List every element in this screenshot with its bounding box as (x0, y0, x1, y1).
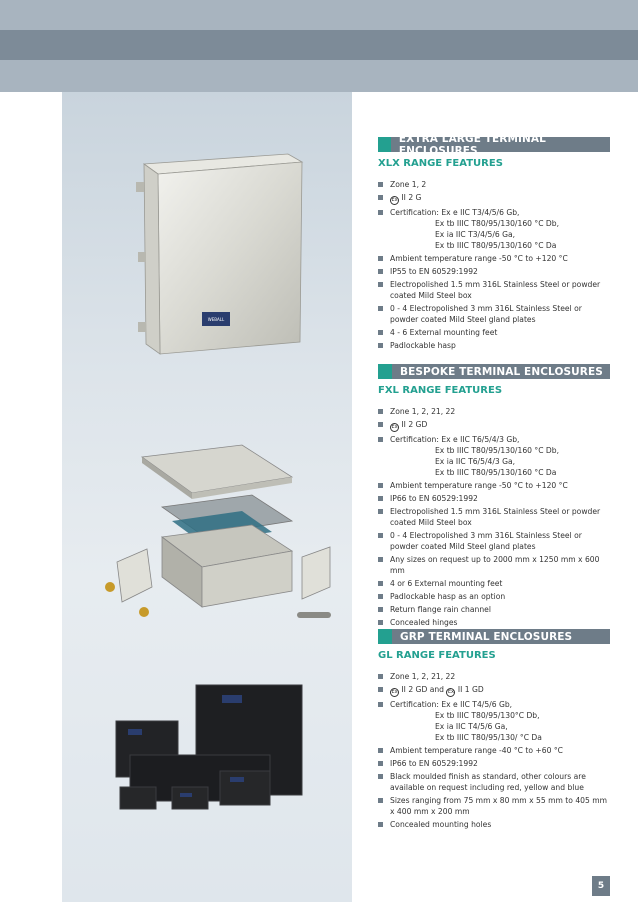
list-item: Concealed mounting holes (378, 819, 610, 830)
section-title: GRP TERMINAL ENCLOSURES (400, 630, 573, 643)
list-item: Zone 1, 2, 21, 22 (378, 671, 610, 682)
list-item: Ambient temperature range -50 °C to +120… (378, 480, 610, 491)
image-panel: WEBALL (62, 92, 352, 902)
xlx-brand-label: WEBALL (208, 317, 225, 322)
list-item: Any sizes on request up to 2000 mm x 125… (378, 554, 610, 576)
feature-list: Zone 1, 2 Ex II 2 G Certification: Ex e … (378, 179, 610, 351)
list-item: Concealed hinges (378, 617, 610, 628)
list-item: Ambient temperature range -40 °C to +60 … (378, 745, 610, 756)
section-banner: BESPOKE TERMINAL ENCLOSURES (378, 364, 610, 379)
list-item: Sizes ranging from 75 mm x 80 mm x 55 mm… (378, 795, 610, 817)
list-item: Return flange rain channel (378, 604, 610, 615)
list-item: Ex II 2 GD (378, 419, 610, 432)
fxl-enclosure-image (105, 444, 331, 618)
list-item: Ex II 2 G (378, 192, 610, 205)
section-xlx: EXTRA LARGE TERMINAL ENCLOSURES XLX RANG… (378, 133, 610, 353)
list-item: Black moulded finish as standard, other … (378, 771, 610, 793)
section-fxl: BESPOKE TERMINAL ENCLOSURES FXL RANGE FE… (378, 364, 610, 630)
banner-accent (378, 629, 392, 644)
list-item: Padlockable hasp (378, 340, 610, 351)
top-band (0, 0, 638, 30)
list-item: Certification: Ex e IIC T6/5/4/3 Gb, Ex … (378, 434, 610, 478)
list-item: 0 - 4 Electropolished 3 mm 316L Stainles… (378, 303, 610, 325)
list-item: 4 - 6 External mounting feet (378, 327, 610, 338)
atex-icon: Ex (390, 688, 399, 697)
list-item: Certification: Ex e IIC T3/4/5/6 Gb, Ex … (378, 207, 610, 251)
xlx-enclosure-image: WEBALL (136, 153, 304, 355)
header-band (0, 30, 638, 60)
list-item: Padlockable hasp as an option (378, 591, 610, 602)
list-item: Zone 1, 2, 21, 22 (378, 406, 610, 417)
list-item: 0 - 4 Electropolished 3 mm 316L Stainles… (378, 530, 610, 552)
left-margin (0, 92, 62, 902)
list-item: Ex II 2 GD and Ex II 1 GD (378, 684, 610, 697)
section-title: BESPOKE TERMINAL ENCLOSURES (400, 365, 603, 378)
list-item: Electropolished 1.5 mm 316L Stainless St… (378, 506, 610, 528)
feature-list: Zone 1, 2, 21, 22 Ex II 2 GD and Ex II 1… (378, 671, 610, 830)
banner-accent (378, 137, 391, 152)
list-item: Electropolished 1.5 mm 316L Stainless St… (378, 279, 610, 301)
list-item: IP55 to EN 60529:1992 (378, 266, 610, 277)
list-item: IP66 to EN 60529:1992 (378, 758, 610, 769)
right-column (352, 92, 638, 902)
grp-enclosure-image (115, 684, 303, 810)
list-item: IP66 to EN 60529:1992 (378, 493, 610, 504)
page-number: 5 (592, 876, 610, 896)
list-item: Ambient temperature range -50 °C to +120… (378, 253, 610, 264)
atex-icon: Ex (446, 688, 456, 697)
feature-list: Zone 1, 2, 21, 22 Ex II 2 GD Certificati… (378, 406, 610, 628)
range-heading: FXL RANGE FEATURES (378, 385, 503, 396)
list-item: 4 or 6 External mounting feet (378, 578, 610, 589)
section-banner: EXTRA LARGE TERMINAL ENCLOSURES (378, 133, 610, 157)
banner-accent (378, 364, 392, 379)
atex-icon: Ex (390, 423, 399, 432)
sub-band (0, 60, 638, 92)
section-banner: GRP TERMINAL ENCLOSURES (378, 629, 610, 644)
section-gl: GRP TERMINAL ENCLOSURES GL RANGE FEATURE… (378, 629, 610, 832)
section-title: EXTRA LARGE TERMINAL ENCLOSURES (398, 132, 546, 157)
list-item: Certification: Ex e IIC T4/5/6 Gb, Ex tb… (378, 699, 610, 743)
range-heading: XLX RANGE FEATURES (378, 158, 503, 169)
atex-icon: Ex (390, 196, 399, 205)
range-heading: GL RANGE FEATURES (378, 650, 496, 661)
list-item: Zone 1, 2 (378, 179, 610, 190)
